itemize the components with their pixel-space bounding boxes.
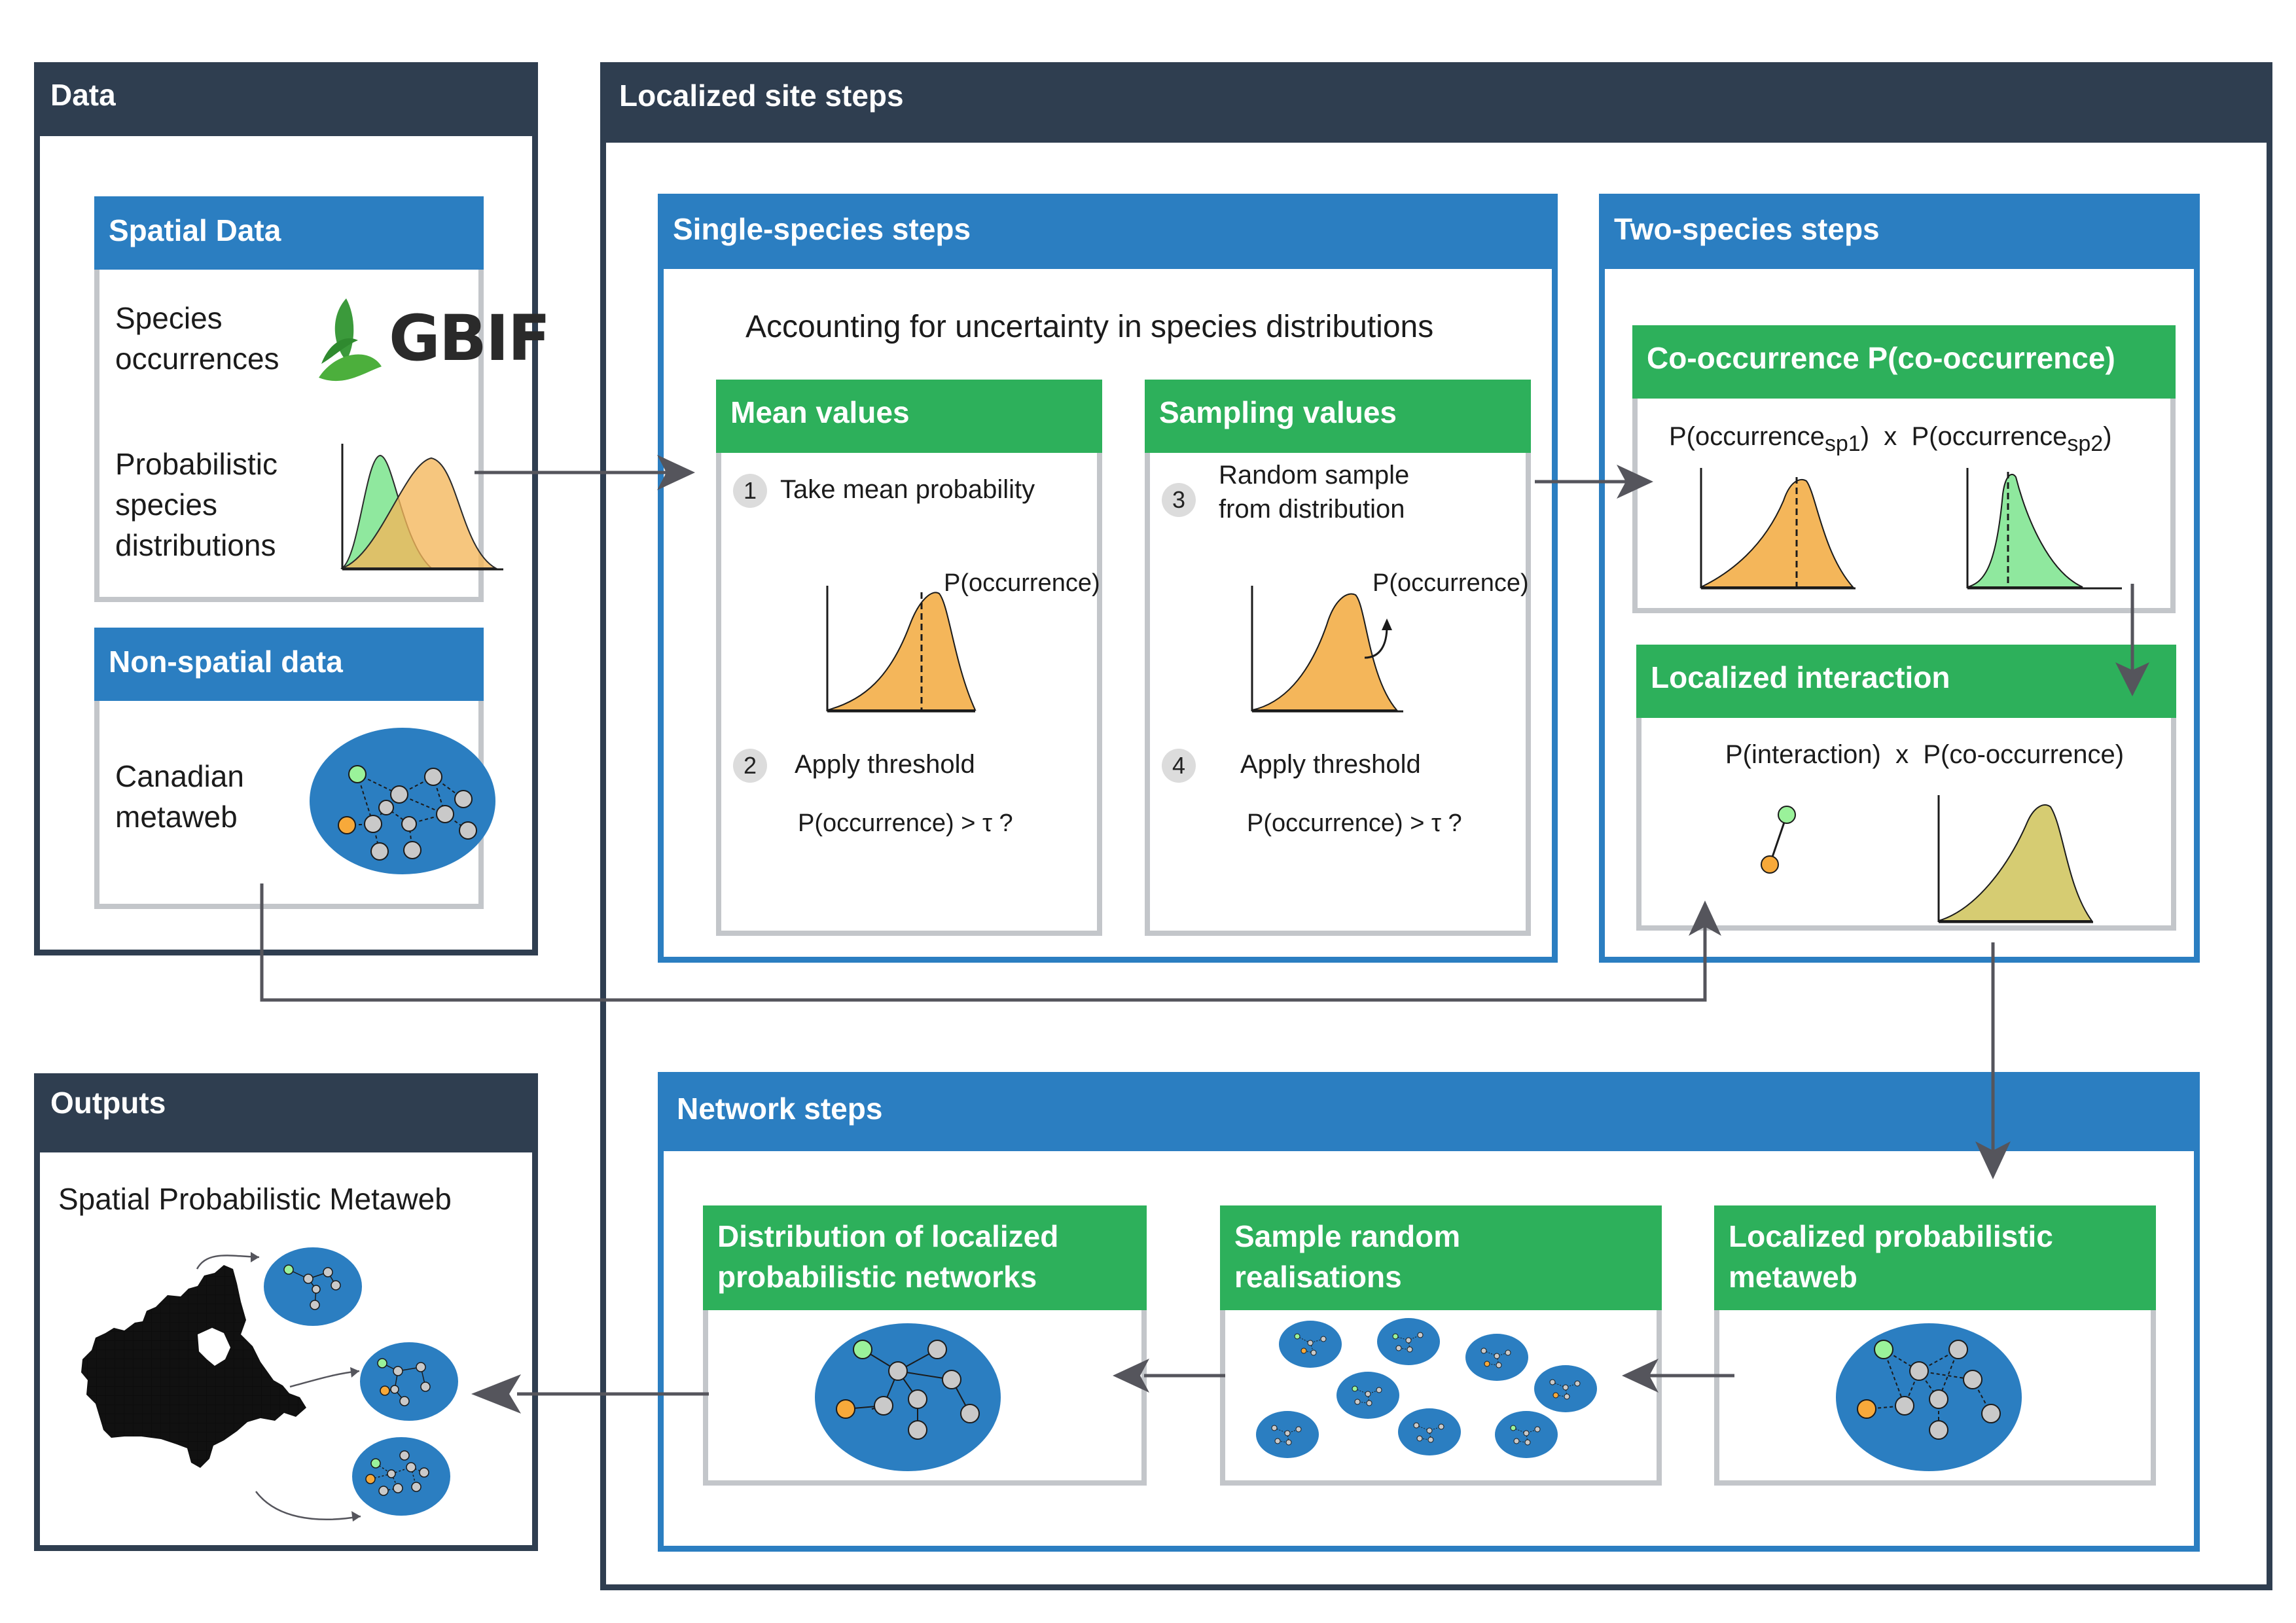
- species2-distribution-chart: [1966, 468, 2122, 590]
- canadian-metaweb-network-icon: [310, 728, 495, 874]
- data-panel: Data Spatial Data Species occurrences GB…: [34, 62, 550, 955]
- gbif-logo-icon: [319, 298, 382, 382]
- step-4-badge: 4: [1162, 749, 1196, 783]
- cooccurrence-formula: P(occurrencesp1) x P(occurrencesp2): [1669, 419, 2112, 461]
- sample-realisations-title: Sample random realisations: [1220, 1205, 1662, 1310]
- data-panel-title: Data: [40, 68, 532, 136]
- localized-interaction-title: Localized interaction: [1636, 645, 2176, 718]
- step-3-text: Random sample from distribution: [1219, 461, 1410, 524]
- localized-site-steps-title: Localized site steps: [606, 68, 2267, 143]
- arrowhead-to-network: [1975, 1141, 2011, 1179]
- arrowhead-metaweb-to-interaction: [1689, 901, 1721, 936]
- overlapping-distributions-icon: [340, 444, 503, 571]
- single-species-title: Single-species steps: [664, 200, 1552, 269]
- distribution-networks-card: Distribution of localized probabilistic …: [703, 1205, 1147, 1486]
- interaction-pair-icon: [1761, 806, 1796, 874]
- mean-threshold-formula: P(occurrence) > τ ?: [798, 810, 1013, 837]
- spatial-data-title: Spatial Data: [94, 196, 484, 270]
- step-2-text: Apply threshold: [795, 750, 975, 779]
- distribution-networks-title: Distribution of localized probabilistic …: [703, 1205, 1147, 1310]
- two-species-panel: Two-species steps Co-occurrence P(co-occ…: [1599, 194, 2200, 963]
- probabilistic-distributions-label: Probabilistic species distributions: [115, 447, 278, 562]
- species1-distribution-chart: [1700, 468, 1856, 590]
- gbif-logo-text: GBIF: [389, 302, 550, 375]
- network-steps-panel: Network steps Distribution of localized …: [658, 1072, 2200, 1552]
- mean-distribution-chart: [826, 586, 977, 713]
- uncertainty-subtitle: Accounting for uncertainty in species di…: [745, 310, 1434, 344]
- arrowhead-to-sample: [1622, 1359, 1659, 1393]
- arrowhead-to-outputs: [471, 1374, 521, 1414]
- formula-part-mid: ) x P(occurrence: [1860, 422, 2068, 451]
- step-3-badge: 3: [1162, 483, 1196, 517]
- single-species-panel: Single-species steps Accounting for unce…: [658, 194, 1558, 963]
- canada-map-icon: [81, 1265, 306, 1468]
- arrowhead-to-interaction: [2115, 662, 2149, 696]
- arrowhead-to-distribution: [1113, 1359, 1149, 1393]
- map-to-networks-arrows: [196, 1252, 361, 1522]
- outputs-panel-title: Outputs: [40, 1079, 532, 1152]
- arrowhead-to-single: [657, 455, 695, 490]
- formula-part-end: ): [2103, 422, 2112, 451]
- output-network-2-icon: [360, 1342, 458, 1421]
- arrowhead-to-two: [1617, 465, 1653, 499]
- output-network-1-icon: [264, 1247, 362, 1326]
- mean-values-card: Mean values 1 Take mean probability P(oc…: [716, 380, 1102, 936]
- mean-curve-label: P(occurrence): [944, 569, 1100, 597]
- sampling-threshold-formula: P(occurrence) > τ ?: [1247, 810, 1462, 837]
- distribution-network-icon: [815, 1323, 1001, 1471]
- step-1-badge: 1: [733, 474, 767, 508]
- localized-metaweb-icon: [1836, 1323, 2022, 1471]
- localized-interaction-card: Localized interaction P(interaction) x P…: [1636, 645, 2176, 931]
- sample-realisations-icon: [1256, 1318, 1597, 1458]
- network-steps-title: Network steps: [664, 1078, 2194, 1151]
- canadian-metaweb-label: Canadian metaweb: [115, 759, 244, 834]
- sample-realisations-card: Sample random realisations: [1220, 1205, 1662, 1486]
- step-2-badge: 2: [733, 749, 767, 783]
- cooccurrence-title: Co-occurrence P(co-occurrence): [1632, 325, 2176, 399]
- outputs-panel: Outputs Spatial Probabilistic Metaweb: [34, 1073, 538, 1551]
- species-occurrences-label: Species occurrences: [115, 301, 279, 376]
- interaction-formula: P(interaction) x P(co-occurrence): [1725, 740, 2125, 769]
- mean-values-title: Mean values: [716, 380, 1102, 453]
- non-spatial-data-title: Non-spatial data: [94, 628, 484, 701]
- sampling-values-card: Sampling values 3 Random sample from dis…: [1145, 380, 1531, 936]
- two-species-title: Two-species steps: [1605, 200, 2194, 269]
- sampling-curve-label: P(occurrence): [1372, 569, 1529, 597]
- localized-metaweb-card: Localized probabilistic metaweb: [1714, 1205, 2156, 1486]
- formula-sub-b: sp2: [2067, 431, 2104, 456]
- output-network-3-icon: [352, 1437, 450, 1516]
- sampling-values-title: Sampling values: [1145, 380, 1531, 453]
- step-1-text: Take mean probability: [780, 475, 1035, 504]
- spatial-data-card: Spatial Data Species occurrences GBIF Pr…: [94, 196, 550, 602]
- cooccurrence-distribution-chart: [1937, 795, 2093, 923]
- formula-part-a: P(occurrence: [1669, 422, 1825, 451]
- sampling-distribution-chart: [1251, 586, 1403, 713]
- formula-sub-a: sp1: [1824, 431, 1861, 456]
- non-spatial-data-card: Non-spatial data Canadian metaweb: [94, 628, 495, 909]
- localized-metaweb-title: Localized probabilistic metaweb: [1714, 1205, 2156, 1310]
- cooccurrence-card: Co-occurrence P(co-occurrence) P(occurre…: [1632, 325, 2176, 613]
- step-4-text: Apply threshold: [1240, 750, 1421, 779]
- spatial-probabilistic-metaweb-label: Spatial Probabilistic Metaweb: [58, 1182, 452, 1216]
